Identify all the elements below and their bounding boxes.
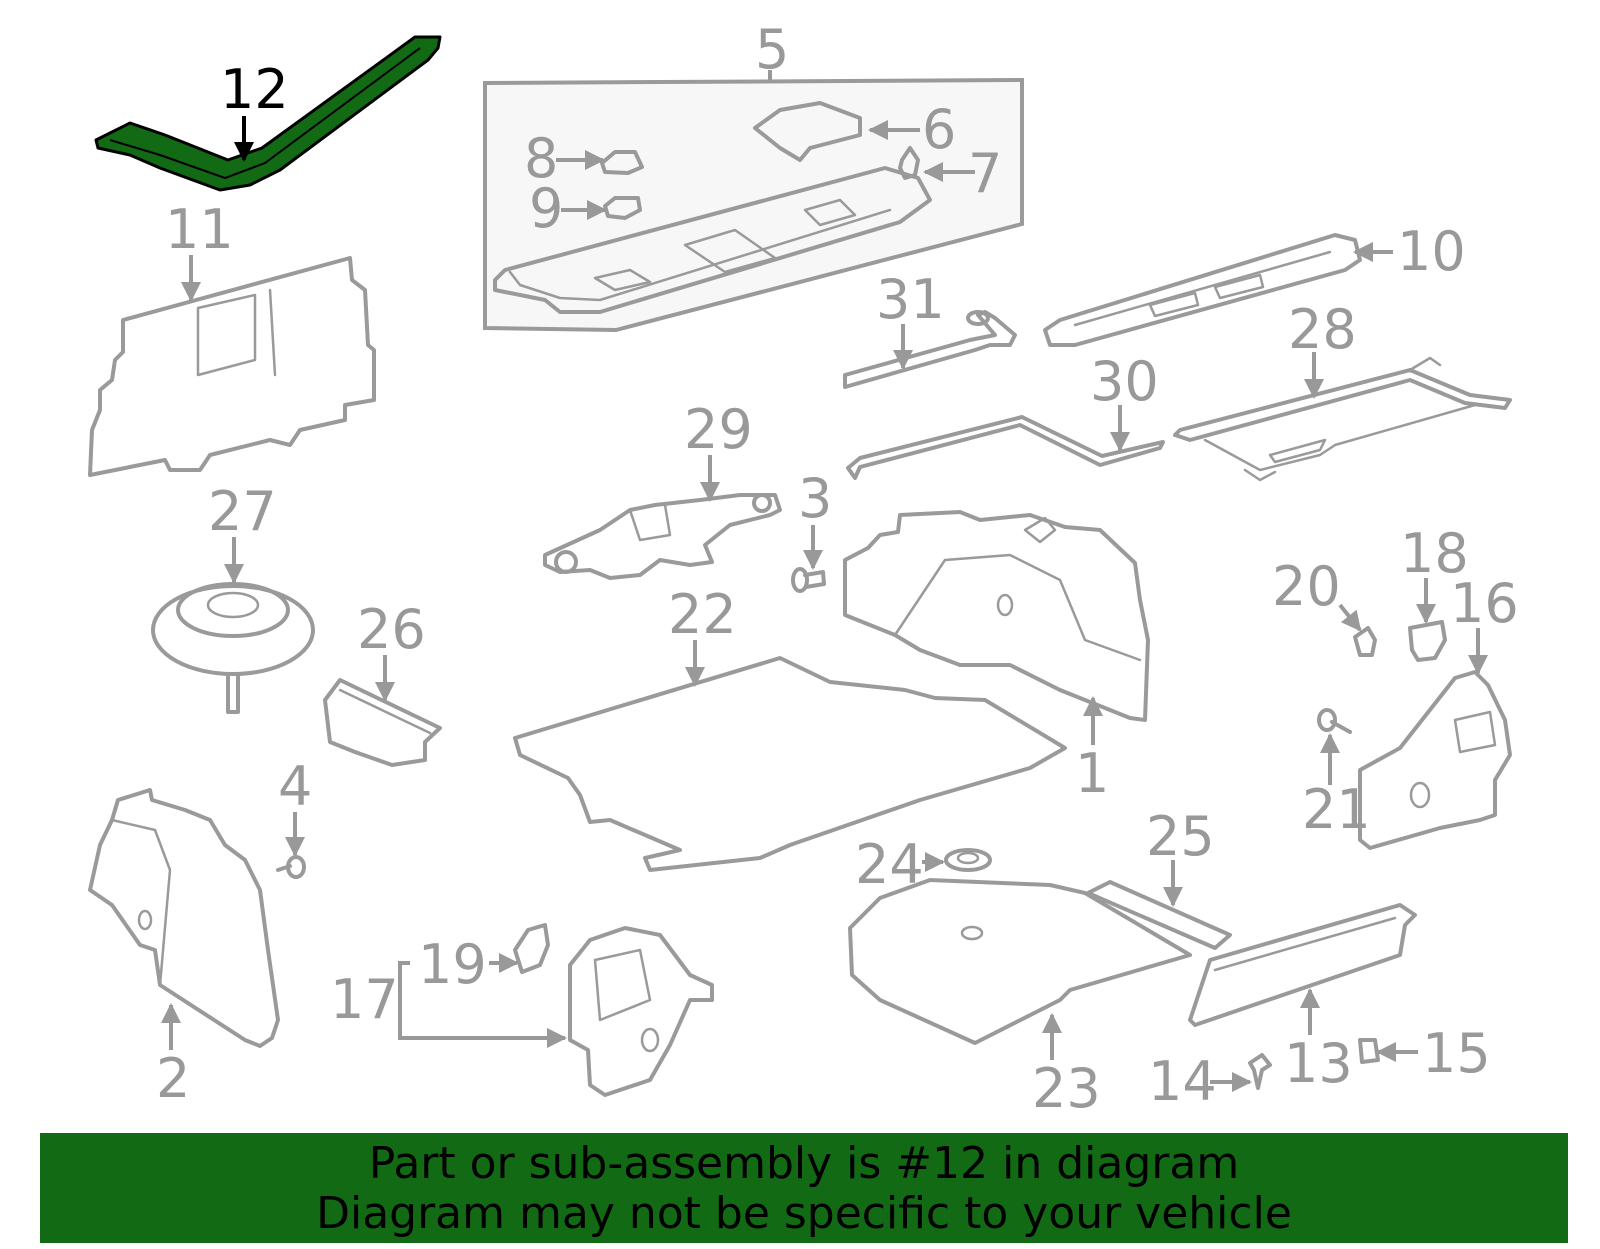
part-26[interactable] xyxy=(323,678,442,767)
callout-26[interactable]: 26 xyxy=(357,598,426,661)
callout-18[interactable]: 18 xyxy=(1400,522,1469,585)
callout-2[interactable]: 2 xyxy=(156,1047,190,1110)
callout-24[interactable]: 24 xyxy=(855,833,924,896)
callout-10[interactable]: 10 xyxy=(1397,220,1466,283)
callout-14[interactable]: 14 xyxy=(1148,1050,1217,1113)
callout-6[interactable]: 6 xyxy=(922,98,956,161)
leader-lines xyxy=(161,70,1488,1092)
banner-line-disclaimer: Diagram may not be specific to your vehi… xyxy=(316,1188,1292,1239)
callout-8[interactable]: 8 xyxy=(524,127,558,190)
part-19[interactable] xyxy=(513,923,550,974)
callout-3[interactable]: 3 xyxy=(798,467,832,530)
part-30[interactable] xyxy=(846,415,1165,480)
part-18[interactable] xyxy=(1408,620,1447,662)
part-3[interactable] xyxy=(791,567,826,593)
callout-5[interactable]: 5 xyxy=(755,18,789,81)
part-13[interactable] xyxy=(1188,903,1417,1027)
callout-28[interactable]: 28 xyxy=(1288,298,1357,361)
part-12-highlighted[interactable] xyxy=(94,35,442,192)
callout-21[interactable]: 21 xyxy=(1302,778,1371,841)
callout-17[interactable]: 17 xyxy=(330,968,399,1031)
part-15[interactable] xyxy=(1358,1038,1380,1064)
callout-20[interactable]: 20 xyxy=(1272,555,1341,618)
part-31[interactable] xyxy=(843,310,1017,389)
part-21[interactable] xyxy=(1317,708,1352,734)
callout-4[interactable]: 4 xyxy=(278,755,312,818)
part-22[interactable] xyxy=(513,656,1067,872)
part-4[interactable] xyxy=(276,855,306,879)
part-6[interactable] xyxy=(753,101,862,162)
callout-13[interactable]: 13 xyxy=(1284,1032,1353,1095)
part-16[interactable] xyxy=(1358,670,1512,850)
part-9[interactable] xyxy=(603,196,642,220)
part-5-package-tray[interactable] xyxy=(493,166,932,314)
callout-27[interactable]: 27 xyxy=(208,480,277,543)
part-25[interactable] xyxy=(1086,880,1232,950)
part-17[interactable] xyxy=(568,926,714,1097)
callout-30[interactable]: 30 xyxy=(1090,350,1159,413)
part-20[interactable] xyxy=(1353,626,1377,657)
callout-16[interactable]: 16 xyxy=(1450,572,1519,635)
banner-line-part: Part or sub-assembly is #12 in diagram xyxy=(368,1138,1240,1189)
callout-12[interactable]: 12 xyxy=(220,58,289,121)
part-8[interactable] xyxy=(600,150,644,175)
callout-22[interactable]: 22 xyxy=(668,583,737,646)
callout-25[interactable]: 25 xyxy=(1146,805,1215,868)
callout-23[interactable]: 23 xyxy=(1032,1057,1101,1120)
callout-31[interactable]: 31 xyxy=(876,268,945,331)
part-29[interactable] xyxy=(543,493,782,580)
callout-labels: 12 5 6 7 8 9 10 11 31 30 28 29 3 27 26 2… xyxy=(156,18,1519,1120)
part-11[interactable] xyxy=(88,256,376,477)
callout-7[interactable]: 7 xyxy=(968,142,1002,205)
info-banner: Part or sub-assembly is #12 in diagram D… xyxy=(40,1133,1568,1243)
part-7[interactable] xyxy=(898,146,920,180)
callout-29[interactable]: 29 xyxy=(684,398,753,461)
part-28[interactable] xyxy=(1173,356,1512,482)
part-24[interactable] xyxy=(944,848,992,872)
callout-1[interactable]: 1 xyxy=(1075,742,1109,805)
callout-9[interactable]: 9 xyxy=(529,177,563,240)
callout-15[interactable]: 15 xyxy=(1422,1022,1491,1085)
callout-11[interactable]: 11 xyxy=(165,198,234,261)
part-1[interactable] xyxy=(843,510,1150,722)
part-27[interactable] xyxy=(151,582,315,714)
part-23[interactable] xyxy=(848,878,1192,1045)
callout-19[interactable]: 19 xyxy=(418,933,487,996)
part-2[interactable] xyxy=(88,788,280,1048)
part-14[interactable] xyxy=(1248,1053,1272,1090)
